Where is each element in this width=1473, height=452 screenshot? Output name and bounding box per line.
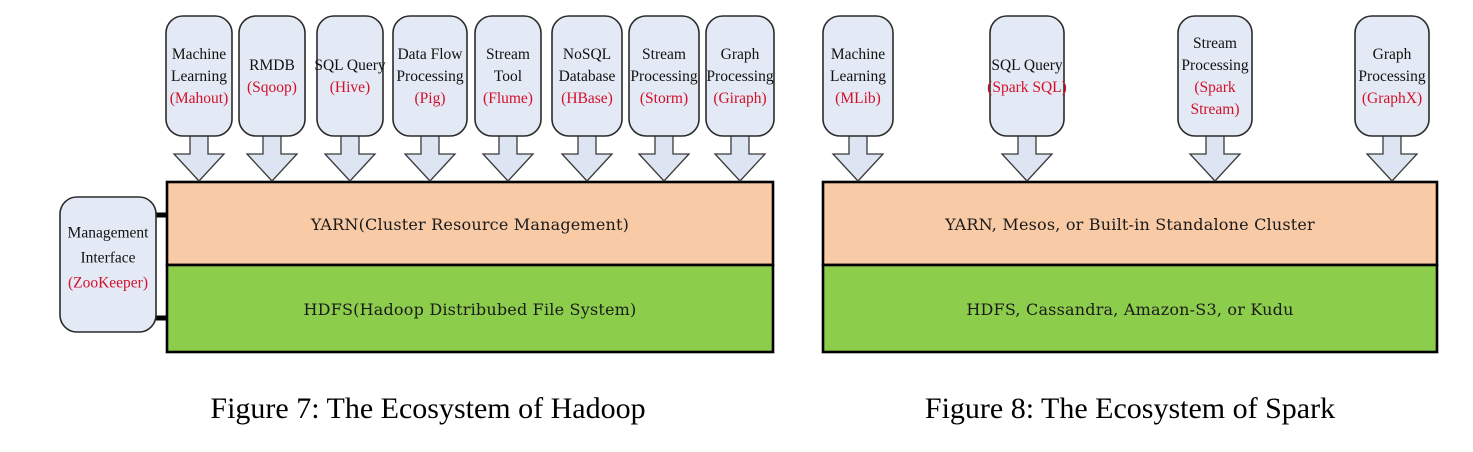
component-tech-hadoop-1-0: (Sqoop) bbox=[247, 79, 297, 96]
management-tech-label: (ZooKeeper) bbox=[68, 275, 148, 292]
component-label-spark-2-0: Stream bbox=[1193, 35, 1237, 52]
spark-resource-layer[interactable] bbox=[821, 180, 1439, 267]
flow-arrow-hadoop-5 bbox=[560, 131, 614, 182]
component-tech-spark-2-0: (Spark bbox=[1194, 79, 1236, 96]
spark-storage-layer-label: HDFS, Cassandra, Amazon-S3, or Kudu bbox=[966, 300, 1293, 319]
component-label-hadoop-3-0: Data Flow bbox=[397, 46, 463, 63]
component-label-spark-1-0: SQL Query bbox=[991, 57, 1063, 74]
component-label-spark-0-0: Machine bbox=[831, 46, 885, 63]
flow-arrow-hadoop-3 bbox=[403, 131, 457, 182]
component-label-hadoop-6-1: Processing bbox=[630, 68, 697, 85]
flow-arrow-hadoop-7 bbox=[713, 131, 767, 182]
flow-arrow-hadoop-4 bbox=[481, 131, 535, 182]
management-label-0: Management bbox=[68, 225, 150, 242]
component-label-spark-2-1: Processing bbox=[1181, 57, 1248, 74]
component-label-hadoop-7-0: Graph bbox=[721, 46, 760, 63]
component-label-hadoop-7-1: Processing bbox=[706, 68, 773, 85]
component-label-hadoop-0-0: Machine bbox=[172, 46, 226, 63]
management-label-1: Interface bbox=[80, 250, 135, 267]
figure-hadoop: YARN(Cluster Resource Management) HDFS(Ha… bbox=[59, 15, 775, 425]
component-tech-spark-1-0: (Spark SQL) bbox=[987, 79, 1067, 96]
component-label-hadoop-2-0: SQL Query bbox=[314, 57, 386, 74]
component-tech-hadoop-4-0: (Flume) bbox=[483, 90, 533, 107]
component-tech-hadoop-7-0: (Giraph) bbox=[713, 90, 766, 107]
component-label-hadoop-0-1: Learning bbox=[171, 68, 227, 85]
component-label-hadoop-3-1: Processing bbox=[396, 68, 463, 85]
component-tech-hadoop-5-0: (HBase) bbox=[561, 90, 613, 107]
figure-spark: YARN, Mesos, or Built-in Standalone Clus… bbox=[821, 15, 1439, 425]
hadoop-figure-caption: Figure 7: The Ecosystem of Hadoop bbox=[210, 392, 645, 425]
component-label-hadoop-5-0: NoSQL bbox=[563, 46, 611, 63]
component-tech-hadoop-3-0: (Pig) bbox=[415, 90, 446, 107]
component-label-hadoop-6-0: Stream bbox=[642, 46, 686, 63]
component-node-spark-1[interactable]: SQL Query (Spark SQL) bbox=[987, 15, 1067, 137]
flow-arrow-spark-2 bbox=[1188, 131, 1242, 182]
flow-arrow-spark-1 bbox=[1000, 131, 1054, 182]
component-node-hadoop-2[interactable]: SQL Query (Hive) bbox=[314, 15, 386, 137]
flow-arrow-hadoop-2 bbox=[323, 131, 377, 182]
flow-arrow-hadoop-0 bbox=[172, 131, 226, 182]
component-label-hadoop-5-1: Database bbox=[559, 68, 616, 85]
component-label-spark-3-0: Graph bbox=[1373, 46, 1412, 63]
component-tech-hadoop-6-0: (Storm) bbox=[640, 90, 688, 107]
flow-arrow-spark-0 bbox=[831, 131, 885, 182]
component-label-hadoop-1-0: RMDB bbox=[249, 57, 295, 74]
component-label-spark-0-1: Learning bbox=[830, 68, 886, 85]
spark-figure-caption: Figure 8: The Ecosystem of Spark bbox=[925, 392, 1335, 425]
flow-arrow-spark-3 bbox=[1365, 131, 1419, 182]
component-label-spark-3-1: Processing bbox=[1358, 68, 1425, 85]
component-tech-hadoop-0-0: (Mahout) bbox=[170, 90, 229, 107]
spark-storage-layer[interactable] bbox=[821, 263, 1439, 354]
hadoop-storage-layer-label: HDFS(Hadoop Distribubed File System) bbox=[304, 300, 637, 319]
hadoop-resource-layer-label: YARN(Cluster Resource Management) bbox=[310, 215, 629, 234]
component-tech-spark-0-0: (MLib) bbox=[835, 90, 881, 107]
hadoop-storage-layer[interactable] bbox=[165, 263, 775, 354]
hadoop-resource-layer[interactable] bbox=[165, 180, 775, 267]
component-label-hadoop-4-1: Tool bbox=[494, 68, 522, 85]
component-node-hadoop-1[interactable]: RMDB (Sqoop) bbox=[238, 15, 306, 137]
component-node-hadoop-5[interactable]: NoSQL Database (HBase) bbox=[551, 15, 623, 137]
component-tech-spark-3-0: (GraphX) bbox=[1362, 90, 1422, 107]
flow-arrow-hadoop-1 bbox=[245, 131, 299, 182]
component-tech-spark-2-1: Stream) bbox=[1190, 101, 1239, 118]
flow-arrow-hadoop-6 bbox=[637, 131, 691, 182]
spark-resource-layer-label: YARN, Mesos, or Built-in Standalone Clus… bbox=[944, 215, 1315, 234]
component-label-hadoop-4-0: Stream bbox=[486, 46, 530, 63]
component-tech-hadoop-2-0: (Hive) bbox=[330, 79, 370, 96]
